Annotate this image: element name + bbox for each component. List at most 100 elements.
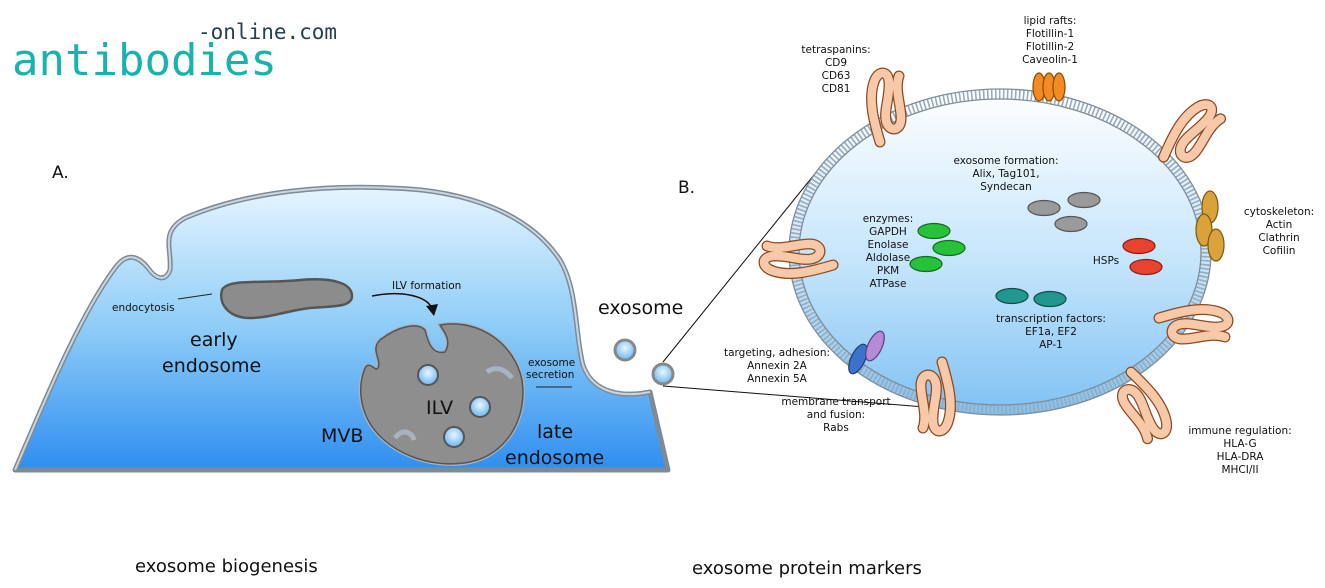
tetraspanins-item: CD81 <box>822 83 851 95</box>
mvb-budding-1 <box>485 366 514 380</box>
enzyme-proteins <box>909 222 966 273</box>
exosome-lumen <box>789 89 1211 415</box>
enzymes-item: Enolase <box>868 239 909 251</box>
lipid-raft-proteins <box>1032 72 1066 102</box>
tetraspanin-protein <box>921 362 951 431</box>
label-cytoskeleton: cytoskeleton: Actin Clathrin Cofilin <box>1244 206 1314 257</box>
released-exosome <box>651 362 675 386</box>
tf-shape <box>995 287 1029 305</box>
label-membrane-transport: membrane transport and fusion: Rabs <box>781 396 890 434</box>
membrane-transport-item: Rabs <box>823 422 849 434</box>
mvb-label: MVB <box>321 425 363 447</box>
lipid-rafts-item: Flotillin-1 <box>1026 28 1074 40</box>
formation-proteins <box>1027 191 1101 233</box>
ilv-formation-label: ILV formation <box>392 280 461 292</box>
label-targeting: targeting, adhesion: Annexin 2A Annexin … <box>724 347 830 385</box>
secretion-label-2: secretion <box>526 369 574 381</box>
caveolin-1-shape <box>1052 72 1066 102</box>
exosome-bilayer <box>789 89 1211 415</box>
immune-regulation-item: HLA-DRA <box>1217 451 1265 463</box>
lipid-rafts-heading: lipid rafts: <box>1024 15 1077 27</box>
enzyme-shape <box>917 222 951 240</box>
immune-regulation-item: MHCI/II <box>1221 464 1258 476</box>
early-label-2: endosome <box>162 355 261 377</box>
ilv-label: ILV <box>426 397 453 419</box>
tetraspanin-protein <box>764 244 833 274</box>
enzymes-heading: enzymes: <box>863 213 914 225</box>
annexin-2a-shape <box>848 343 868 375</box>
exosome-large <box>788 88 1212 416</box>
enzyme-shape <box>909 255 943 273</box>
exosome-formation-item: Syndecan <box>980 181 1032 193</box>
tetraspanin-protein <box>1157 99 1224 171</box>
exosome-formation-heading: exosome formation: <box>953 155 1058 167</box>
caption-biogenesis: exosome biogenesis <box>135 556 318 577</box>
mvb-lumen <box>360 323 524 465</box>
cell-membrane-highlight <box>14 186 651 471</box>
tetraspanins-item: CD9 <box>825 57 847 69</box>
ilv-formation-arrowhead <box>426 304 438 316</box>
lipid-rafts-item: Flotillin-2 <box>1026 41 1074 53</box>
released-exosome <box>613 338 637 362</box>
endocytosis-label: endocytosis <box>112 302 175 314</box>
tetraspanins-item: CD63 <box>822 70 851 82</box>
exosome-formation-item: Alix, Tag101, <box>972 168 1039 180</box>
cofilin-shape <box>1207 228 1225 262</box>
tetraspanin-protein <box>1159 310 1228 340</box>
logo-wordmark: antibodies <box>12 35 277 86</box>
exosome-inner-edge <box>798 98 1202 406</box>
cytoskeleton-heading: cytoskeleton: <box>1244 206 1314 218</box>
transcription-factors-heading: transcription factors: <box>996 313 1106 325</box>
early-label-1: early <box>190 329 238 351</box>
secretion-label-1: exosome <box>528 357 575 369</box>
label-immune-regulation: immune regulation: HLA-G HLA-DRA MHCI/II <box>1188 425 1291 476</box>
tetraspanins-heading: tetraspanins: <box>801 44 870 56</box>
hsp-shape <box>1129 258 1163 276</box>
enzymes-item: Aldolase <box>866 252 910 264</box>
tetraspanin-protein <box>872 73 902 142</box>
syndecan-shape <box>1054 215 1088 233</box>
annexin-5a-shape <box>865 330 885 362</box>
zoom-line-top <box>662 159 827 363</box>
late-label-1: late <box>537 421 573 443</box>
late-label-2: endosome <box>505 447 604 469</box>
membrane-transport-heading: membrane transport <box>781 396 890 408</box>
label-enzymes: enzymes: GAPDH Enolase Aldolase PKM ATPa… <box>863 213 914 290</box>
tag101-shape <box>1027 199 1061 217</box>
mvb-budding-2 <box>392 429 417 441</box>
early-endosome-shape <box>219 278 354 320</box>
cytoskeleton-item: Cofilin <box>1263 245 1296 257</box>
enzymes-item: ATPase <box>869 278 906 290</box>
immune-regulation-item: HLA-G <box>1223 438 1256 450</box>
clathrin-shape <box>1195 213 1213 247</box>
tf-shape <box>1033 290 1067 308</box>
label-lipid-rafts: lipid rafts: Flotillin-1 Flotillin-2 Cav… <box>1022 15 1078 66</box>
enzyme-shape <box>932 239 966 257</box>
lipid-rafts-item: Caveolin-1 <box>1022 54 1078 66</box>
annexin-proteins <box>848 330 885 375</box>
transcription-factor-proteins <box>995 287 1067 308</box>
membrane-transport-heading: and fusion: <box>807 409 865 421</box>
hsp-shape <box>1122 237 1156 255</box>
hsp-proteins <box>1122 237 1163 276</box>
label-tetraspanins: tetraspanins: CD9 CD63 CD81 <box>801 44 870 95</box>
targeting-heading: targeting, adhesion: <box>724 347 830 359</box>
cytoskeleton-item: Clathrin <box>1258 232 1299 244</box>
brand-logo: -online.com antibodies <box>12 20 337 86</box>
cytoskeleton-item: Actin <box>1266 219 1292 231</box>
ilv-formation-arrow <box>371 292 433 309</box>
transcription-factors-item: AP-1 <box>1039 339 1063 351</box>
ilv-vesicle <box>443 426 465 448</box>
label-transcription-factors: transcription factors: EF1a, EF2 AP-1 <box>996 313 1106 351</box>
targeting-item: Annexin 2A <box>747 360 808 372</box>
exosome-label: exosome <box>598 297 683 319</box>
label-exosome-formation: exosome formation: Alix, Tag101, Syndeca… <box>953 155 1058 193</box>
hsps-label: HSPs <box>1093 255 1119 267</box>
mvb <box>358 321 525 466</box>
enzymes-item: GAPDH <box>869 226 907 238</box>
enzymes-item: PKM <box>877 265 899 277</box>
panel-a-label: A. <box>52 163 69 183</box>
targeting-item: Annexin 5A <box>747 373 808 385</box>
transcription-factors-item: EF1a, EF2 <box>1025 326 1077 338</box>
